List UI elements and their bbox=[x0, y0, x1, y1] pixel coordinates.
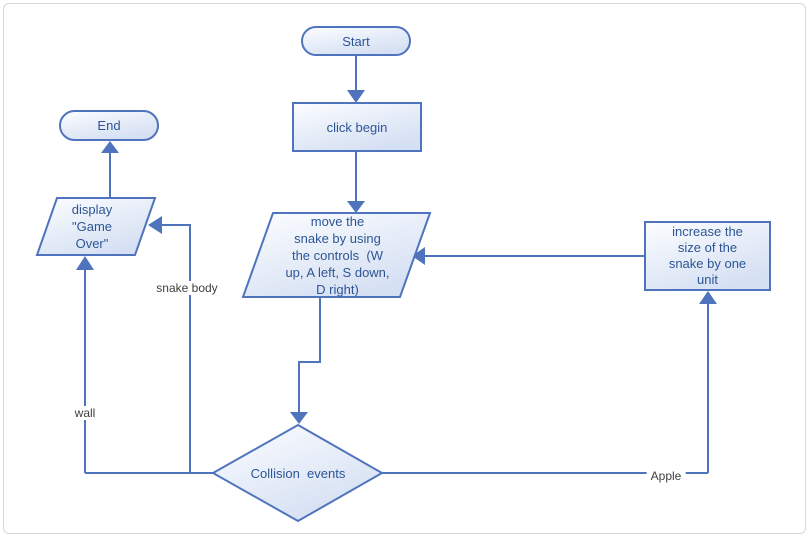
increase-size-node-shape bbox=[644, 221, 771, 291]
arrowhead-into-move-top bbox=[347, 201, 365, 213]
arrowhead-into-display-right bbox=[148, 216, 162, 234]
move-snake-node-shape bbox=[241, 212, 432, 298]
connectors bbox=[84, 55, 709, 474]
arrowheads bbox=[76, 90, 717, 424]
click-begin-node-shape bbox=[292, 102, 422, 152]
shapes bbox=[35, 26, 771, 523]
collision-events-node-shape bbox=[210, 423, 385, 523]
edge-move-to-collision bbox=[298, 297, 321, 412]
arrowhead-into-collision bbox=[290, 412, 308, 424]
arrowhead-into-end bbox=[101, 141, 119, 153]
edge-collision-to-increase-apple bbox=[382, 304, 709, 474]
arrowhead-into-increase bbox=[699, 291, 717, 304]
end-node-shape bbox=[59, 110, 159, 141]
display-game-over-node-shape bbox=[35, 197, 157, 256]
arrowhead-into-move-right bbox=[412, 247, 425, 265]
arrowhead-into-clickbegin bbox=[347, 90, 365, 103]
edge-collision-to-display-wall bbox=[84, 270, 213, 474]
edge-collision-to-display-snakebody bbox=[162, 224, 191, 473]
arrowhead-into-display-bottom bbox=[76, 256, 94, 270]
start-node-shape bbox=[301, 26, 411, 56]
